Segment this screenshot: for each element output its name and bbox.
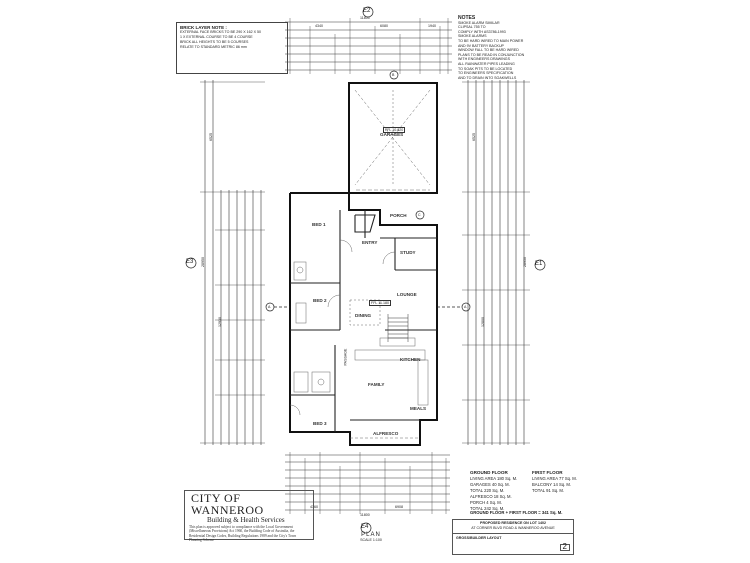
notes-line: WITH ENGINEERS DRAWINGS xyxy=(458,57,510,62)
room-bed3: BED 3 xyxy=(313,421,327,426)
elevation-marker-top: E2 xyxy=(363,8,371,14)
notes-line: ALL RAINWATER PIPES LEADING xyxy=(458,61,515,66)
elevation-marker-right: E1 xyxy=(535,261,543,267)
general-notes: NOTES SMOKE ALARM SIMILAR CLIPSAL 755 TO… xyxy=(458,16,578,80)
dim-top-overall: 11800 xyxy=(360,16,370,20)
project-subtitle: AT CORNER BLVD ROAD & WANNEROO AVENUE xyxy=(471,525,555,530)
room-family: FAMILY xyxy=(368,382,385,387)
brick-note-line: BRICK ALL HEIGHTS TO BE 5 COURSES xyxy=(180,40,249,44)
dim-bottom-overall: 11800 xyxy=(360,513,370,517)
client-name: GROSS/BUILDER LAYOUT xyxy=(453,533,573,543)
area-row: LIVING AREA 180 Sq. M. xyxy=(470,476,518,481)
room-passage: PASSAGE xyxy=(343,348,348,366)
dim-top-b: 6080 xyxy=(380,24,388,28)
council-approval-stamp: CITY OF WANNEROO Building & Health Servi… xyxy=(184,490,314,542)
dim-left-a: 6525 xyxy=(209,133,213,141)
area-row: TOTAL 91 Sq. M. xyxy=(532,488,565,493)
room-study: STUDY xyxy=(400,250,416,255)
brick-note-title: BRICK LAYER NOTE : xyxy=(180,25,227,30)
ffl-garage: FFL 10.820 xyxy=(383,127,406,133)
notes-line: COMPLY WITH AS3786-1993 xyxy=(458,29,506,34)
area-row: PORCH 4 Sq. M. xyxy=(470,500,502,505)
brick-layer-note: BRICK LAYER NOTE : EXTERNAL FACE BRICKS … xyxy=(176,22,288,74)
section-marker-a-left: A xyxy=(268,305,271,309)
dim-top-a: 4340 xyxy=(315,24,323,28)
section-marker-a-right: A xyxy=(464,305,467,309)
plan-title: PLAN xyxy=(361,532,381,538)
dim-left-c: 28950 xyxy=(201,257,205,267)
area-row: GARAGES 40 Sq. M. xyxy=(470,482,510,487)
notes-line: TO BE HARD WIRED TO MAIN POWER xyxy=(458,38,524,43)
notes-line: SMOKE ALARM SIMILAR xyxy=(458,20,500,25)
notes-line: AND 9V BATTERY BACKUP xyxy=(458,43,504,48)
elevation-marker-bottom: E4 xyxy=(361,524,369,530)
room-dining: DINING xyxy=(355,313,372,318)
project-title: PROPOSED RESIDENCE ON LOT 1402 xyxy=(480,521,546,525)
notes-line: WINDOW FALL TO BE HARD WIRED xyxy=(458,48,519,53)
notes-line: CLIPSAL 755 TO xyxy=(458,25,486,30)
room-meals: MEALS xyxy=(410,406,427,411)
area-row: BALCONY 14 Sq. M. xyxy=(532,482,572,487)
notes-title: NOTES xyxy=(458,15,476,21)
plan-label-group: PLAN SCALE 1:100 xyxy=(351,532,391,542)
room-kitchen: KITCHEN xyxy=(400,357,421,362)
stamp-department: Building & Health Services xyxy=(207,516,285,524)
area-row: ALFRESCO 18 Sq. M. xyxy=(470,494,512,499)
notes-line: PLANS TO BE READ IN CONJUNCTION xyxy=(458,52,525,57)
dim-bottom-a: 4360 xyxy=(310,505,318,509)
notes-line: TO SOAK PITS TO BE LOCATED xyxy=(458,66,513,71)
dim-top-c: 1940 xyxy=(428,24,436,28)
notes-line: AND TO DRAIN INTO SOAKWELLS xyxy=(458,75,517,80)
brick-note-line: RELATE TO STANDARD METRIC 86 mm xyxy=(180,45,247,49)
brick-note-line: 1 X EXTERNAL COURSE TO BE 4 COURSE xyxy=(180,35,253,39)
stamp-conditions: This plan is approved subject to complia… xyxy=(189,525,297,543)
area-row: TOTAL 242 Sq. M. xyxy=(470,506,505,511)
notes-line: TO ENGINEERS SPECIFICATION xyxy=(458,71,514,76)
combined-area: GROUND FLOOR + FIRST FLOOR = 341 Sq. M. xyxy=(470,510,563,515)
notes-line: SMOKE ALARMS xyxy=(458,34,487,39)
room-bed1: BED 1 xyxy=(312,222,326,227)
area-row: LIVING AREA 77 Sq. M. xyxy=(532,476,577,481)
dim-left-b: 12930 xyxy=(218,317,222,327)
room-bed2: BED 2 xyxy=(313,298,327,303)
stamp-council-name: CITY OF WANNEROO xyxy=(191,491,264,517)
ffl-main: FFL 11.180 xyxy=(369,300,391,306)
room-alfresco: ALFRESCO xyxy=(373,431,399,436)
plan-scale: SCALE 1:100 xyxy=(360,538,382,542)
section-marker-b: B xyxy=(392,73,395,77)
sheet-number: 2 xyxy=(559,543,570,551)
room-entry: ENTRY xyxy=(362,240,378,245)
room-lounge: LOUNGE xyxy=(397,292,417,297)
section-marker-c: C xyxy=(418,213,421,217)
dim-right-b: 12800 xyxy=(481,317,485,327)
ground-floor-title: GROUND FLOOR xyxy=(470,470,508,475)
area-row: TOTAL 220 Sq. M. xyxy=(470,488,505,493)
title-block: PROPOSED RESIDENCE ON LOT 1402 AT CORNER… xyxy=(452,519,574,555)
dim-right-a: 6525 xyxy=(472,133,476,141)
dim-bottom-b: 6908 xyxy=(395,505,403,509)
room-porch: PORCH xyxy=(390,213,407,218)
dim-right-c: 28950 xyxy=(523,257,527,267)
first-floor-title: FIRST FLOOR xyxy=(532,470,563,475)
room-garages: GARAGES xyxy=(380,132,404,137)
elevation-marker-left: E3 xyxy=(186,259,194,265)
brick-note-line: EXTERNAL FACE BRICKS TO BE 290 X 162 X 5… xyxy=(180,30,262,34)
